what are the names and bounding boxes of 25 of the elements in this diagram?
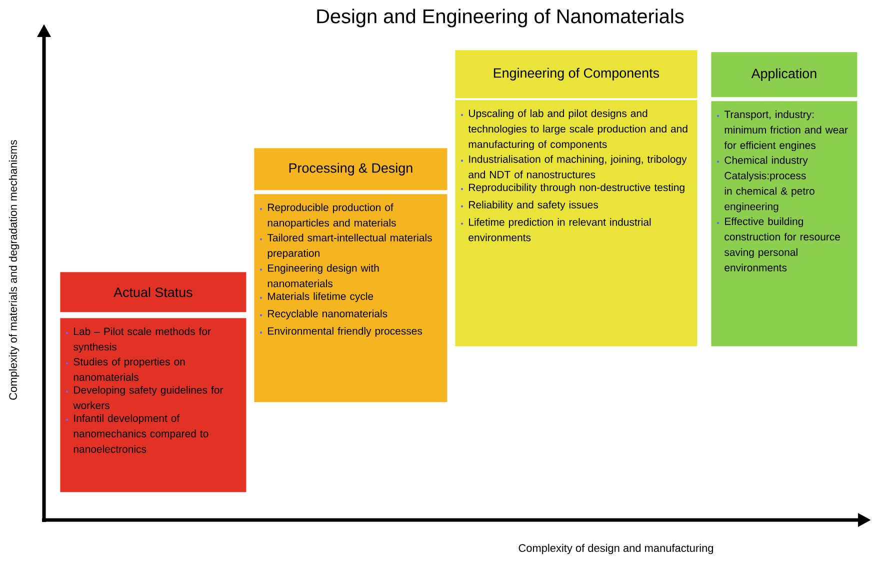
bullet-item: Transport, industry: minimum friction and wear for efficient engines (716, 110, 848, 152)
bullet-item: Industrialisation of machining, joining, tribology and NDT of nanostructures (460, 155, 687, 178)
bullet-item: Recyclable nanomaterials (260, 310, 388, 320)
bullet-item: Lab – Pilot scale methods for synthesis (66, 327, 211, 353)
bullet-item: Reproducibility through non-destructive testing (460, 183, 684, 194)
stage-header: Actual Status (60, 272, 246, 312)
bullet-item: Effective building construction for resource saving personal environments (716, 217, 840, 272)
axis-label: Complexity of design and manufacturing (518, 544, 714, 554)
bullet-item: Chemical industry Catalysis:process in chemical & petro engineering (716, 156, 814, 212)
bullet-item: Studies of properties on nanomaterials (66, 358, 185, 381)
bullet-item: Tailored smart-intellectual materials preparation (260, 234, 432, 259)
bullet-item: Developing safety guidelines for workers (66, 386, 224, 410)
stage-header: Engineering of Components (455, 50, 698, 98)
title: Design and Engineering of Nanomaterials (317, 8, 684, 28)
bullet-item: Lifetime prediction in relevant industrial environments (460, 218, 651, 242)
bullet-item: Reproducible production of nanoparticles and materials (260, 203, 396, 229)
bullet-item: Upscaling of lab and pilot designs and technologies to large scale production and and manufacturing of components (460, 109, 688, 150)
stage-header: Application (711, 52, 858, 98)
axis-label: Complexity of materials and degradation mechanisms (8, 140, 20, 400)
stage-header: Processing & Design (254, 148, 448, 190)
bullet-item: Materials lifetime cycle (260, 292, 374, 302)
bullet-item: Engineering design with nanomaterials (260, 264, 379, 288)
bullet-item: Environmental friendly processes (260, 327, 422, 337)
bullet-item: Reliability and safety issues (460, 200, 598, 211)
bullet-item: Infantil development of nanomechanics compared to nanoelectronics (66, 414, 208, 453)
